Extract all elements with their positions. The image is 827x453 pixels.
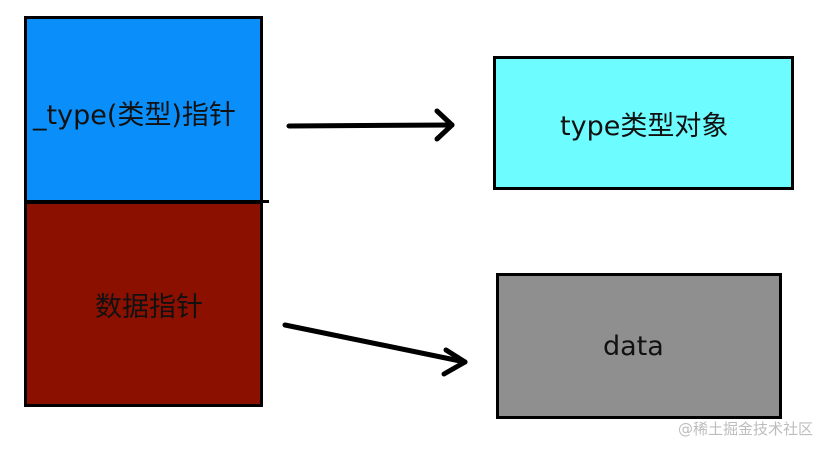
data-pointer-arrow-shaft [282, 322, 468, 365]
type-object-label: type类型对象 [560, 110, 729, 142]
data-pointer-label: 数据指针 [95, 291, 203, 323]
type-pointer-arrow [286, 108, 455, 142]
data-box: data [496, 273, 782, 419]
type-pointer-label: _type(类型)指针 [33, 100, 236, 131]
data-pointer-arrow [282, 322, 468, 377]
data-label: data [603, 330, 664, 362]
data-pointer-arrow-head [441, 347, 468, 377]
type-object-box: type类型对象 [493, 56, 794, 190]
type-pointer-box: _type(类型)指针 [24, 16, 263, 206]
watermark-text: @稀土掘金技术社区 [677, 420, 813, 438]
type-pointer-arrow-head [434, 108, 455, 142]
pointer-divider [24, 200, 269, 203]
type-pointer-arrow-shaft [286, 122, 455, 129]
